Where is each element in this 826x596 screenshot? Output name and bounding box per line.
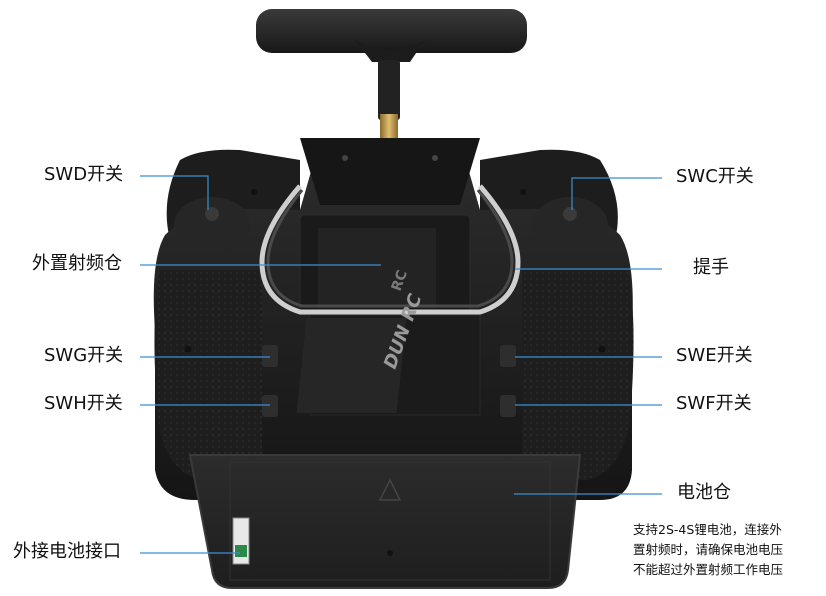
lower-module-cover bbox=[296, 318, 407, 413]
swc-switch-pod bbox=[532, 197, 608, 253]
right-grip bbox=[522, 270, 634, 480]
label-swh-switch: SWH开关 bbox=[44, 393, 123, 414]
center-top-frame bbox=[300, 138, 480, 205]
label-external-battery-port: 外接电池接口 bbox=[13, 541, 121, 562]
screw-icon bbox=[598, 345, 606, 353]
carry-handle bbox=[259, 184, 521, 315]
leader-line-swd bbox=[140, 175, 209, 210]
screw-icon bbox=[387, 550, 393, 556]
battery-note: 支持2S-4S锂电池，连接外 置射频时，请确保电池电压 不能超过外置射频工作电压 bbox=[633, 520, 819, 580]
screw-icon bbox=[432, 155, 438, 161]
label-swc-switch: SWC开关 bbox=[676, 166, 754, 187]
battery-note-line: 置射频时，请确保电池电压 bbox=[633, 542, 784, 557]
external-battery-port bbox=[232, 517, 250, 565]
label-swf-switch: SWF开关 bbox=[676, 393, 752, 414]
left-grip bbox=[154, 270, 262, 480]
swh-switch bbox=[262, 395, 278, 417]
antenna-hinge bbox=[355, 40, 425, 62]
antenna-stem bbox=[378, 60, 400, 120]
label-swd-switch: SWD开关 bbox=[44, 164, 124, 185]
battery-note-line: 不能超过外置射频工作电压 bbox=[633, 562, 784, 577]
label-handle: 提手 bbox=[693, 257, 729, 278]
battery-note-line: 支持2S-4S锂电池，连接外 bbox=[633, 522, 782, 537]
battery-bay bbox=[188, 454, 582, 589]
label-external-rf-bay: 外置射频仓 bbox=[32, 253, 122, 274]
swd-switch-pod bbox=[174, 197, 250, 253]
leader-lines bbox=[140, 175, 662, 554]
antenna bbox=[256, 9, 527, 160]
battery-arrow-icon bbox=[378, 478, 402, 501]
swg-switch bbox=[262, 345, 278, 367]
label-swg-switch: SWG开关 bbox=[44, 345, 124, 366]
swc-switch-knob bbox=[563, 207, 577, 221]
screw-icon bbox=[184, 345, 192, 353]
swd-switch-knob bbox=[205, 207, 219, 221]
port-pins bbox=[235, 545, 247, 557]
screw-icon bbox=[251, 189, 257, 195]
rf-module-cover bbox=[318, 228, 436, 308]
screw-icon bbox=[342, 155, 348, 161]
swe-switch bbox=[500, 345, 516, 367]
screw-icon bbox=[520, 189, 526, 195]
rf-brand-text: RC bbox=[389, 268, 411, 293]
leader-line-swc bbox=[571, 177, 662, 210]
antenna-paddle bbox=[256, 9, 527, 53]
battery-bay-inner bbox=[229, 461, 551, 581]
label-swe-switch: SWE开关 bbox=[676, 345, 753, 366]
carry-handle-inner bbox=[266, 189, 514, 308]
label-battery-bay: 电池仓 bbox=[677, 482, 731, 503]
swf-switch bbox=[500, 395, 516, 417]
